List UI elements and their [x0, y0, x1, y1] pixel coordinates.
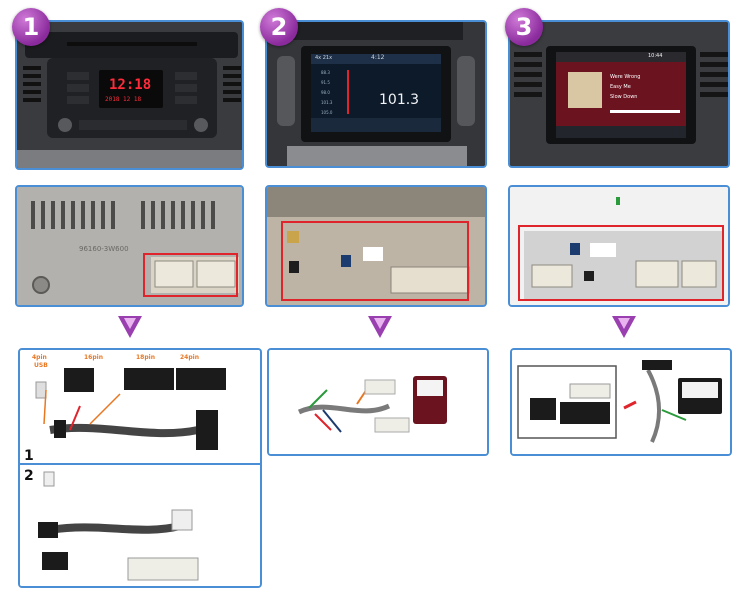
- arrow-down-1: [118, 316, 142, 338]
- back1-part-no: 96160-3W600: [79, 245, 129, 253]
- radio2-freq: 101.3: [379, 92, 420, 108]
- stock-radio-3-illustration: [510, 22, 728, 166]
- harness-number-2: 2: [24, 468, 34, 484]
- radio2-header-time: 4:12: [371, 54, 385, 61]
- back2-connector-highlight: [281, 221, 469, 301]
- photo-harness-2: [267, 348, 489, 456]
- radio3-song-2: Slow Down: [610, 94, 638, 100]
- stock-radio-2-illustration: [267, 22, 485, 166]
- radio1-clock: 12:18: [109, 77, 152, 93]
- photo-harness-3: [510, 348, 732, 456]
- radio3-song-0: Were Wrong: [610, 74, 641, 80]
- label-16pin: 16pin: [84, 354, 103, 361]
- harness-2-illustration: [269, 350, 487, 454]
- label-4pin: 4pin: [32, 354, 47, 361]
- label-usb: USB: [34, 362, 48, 369]
- step-2-badge: 2: [260, 8, 298, 46]
- radio2-preset-4: 105.0: [321, 110, 333, 115]
- radio2-preset-3: 101.3: [321, 100, 333, 105]
- back1-connector-highlight: [143, 253, 238, 297]
- arrow-down-2: [368, 316, 392, 338]
- photo-back-panel-1: 96160-3W600: [15, 185, 244, 307]
- back-panel-3-illustration: [510, 187, 728, 305]
- harness-1-illustration: [20, 350, 260, 586]
- harness-number-1: 1: [24, 448, 34, 464]
- step-1-badge: 1: [12, 8, 50, 46]
- radio2-preset-0: 88.3: [321, 70, 330, 75]
- harness-3-illustration: [512, 350, 730, 454]
- radio2-preset-1: 91.5: [321, 80, 330, 85]
- label-24pin: 24pin: [180, 354, 199, 361]
- photo-stock-radio-3: 10:44 Were Wrong Easy Me Slow Down: [508, 20, 730, 168]
- stock-radio-1-illustration: [17, 22, 242, 168]
- back-panel-2-illustration: [267, 187, 485, 305]
- radio2-header-left: 4x 21x: [315, 55, 333, 61]
- photo-harness-1: 4pin USB 16pin 18pin 24pin 1 2: [18, 348, 262, 588]
- photo-stock-radio-2: 4x 21x 4:12 101.3 88.3 91.5 98.0 101.3 1…: [265, 20, 487, 168]
- radio1-date: 2018 12 18: [105, 96, 142, 103]
- step-3-badge: 3: [505, 8, 543, 46]
- radio3-song-1: Easy Me: [610, 84, 631, 90]
- photo-stock-radio-1: 12:18 2018 12 18: [15, 20, 244, 170]
- photo-back-panel-3: [508, 185, 730, 307]
- back3-connector-highlight: [518, 225, 724, 301]
- back-panel-1-illustration: [17, 187, 242, 305]
- radio2-preset-2: 98.0: [321, 90, 330, 95]
- radio3-time: 10:44: [648, 53, 663, 59]
- arrow-down-3: [612, 316, 636, 338]
- label-18pin: 18pin: [136, 354, 155, 361]
- photo-back-panel-2: [265, 185, 487, 307]
